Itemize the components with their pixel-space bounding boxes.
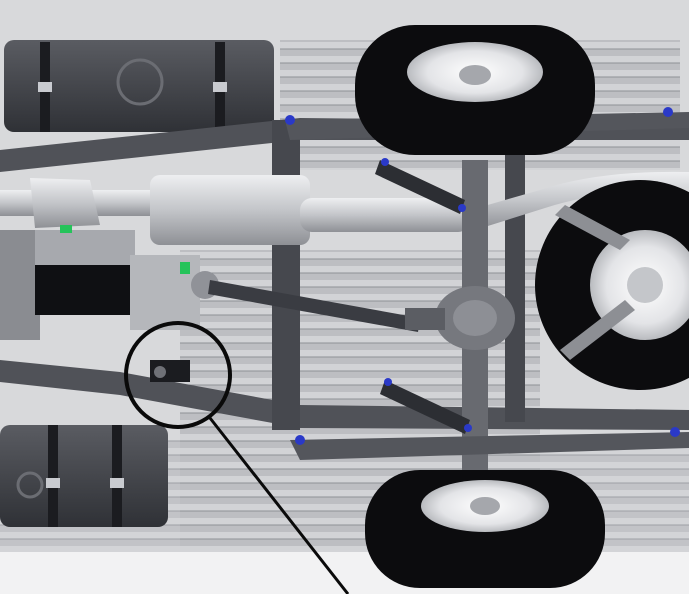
upper-rear-tire <box>355 25 595 155</box>
drive-shaft <box>208 280 420 332</box>
callout <box>124 321 350 594</box>
callout-circle <box>124 321 232 429</box>
spare-tire <box>535 180 689 390</box>
callout-leader-line <box>208 417 350 594</box>
lower-fuel-tank <box>0 425 168 527</box>
bushings <box>285 107 680 445</box>
upper-fuel-tank <box>4 40 274 132</box>
transmission <box>0 225 219 340</box>
lower-rear-tire <box>365 470 605 588</box>
rear-axle <box>405 160 515 480</box>
